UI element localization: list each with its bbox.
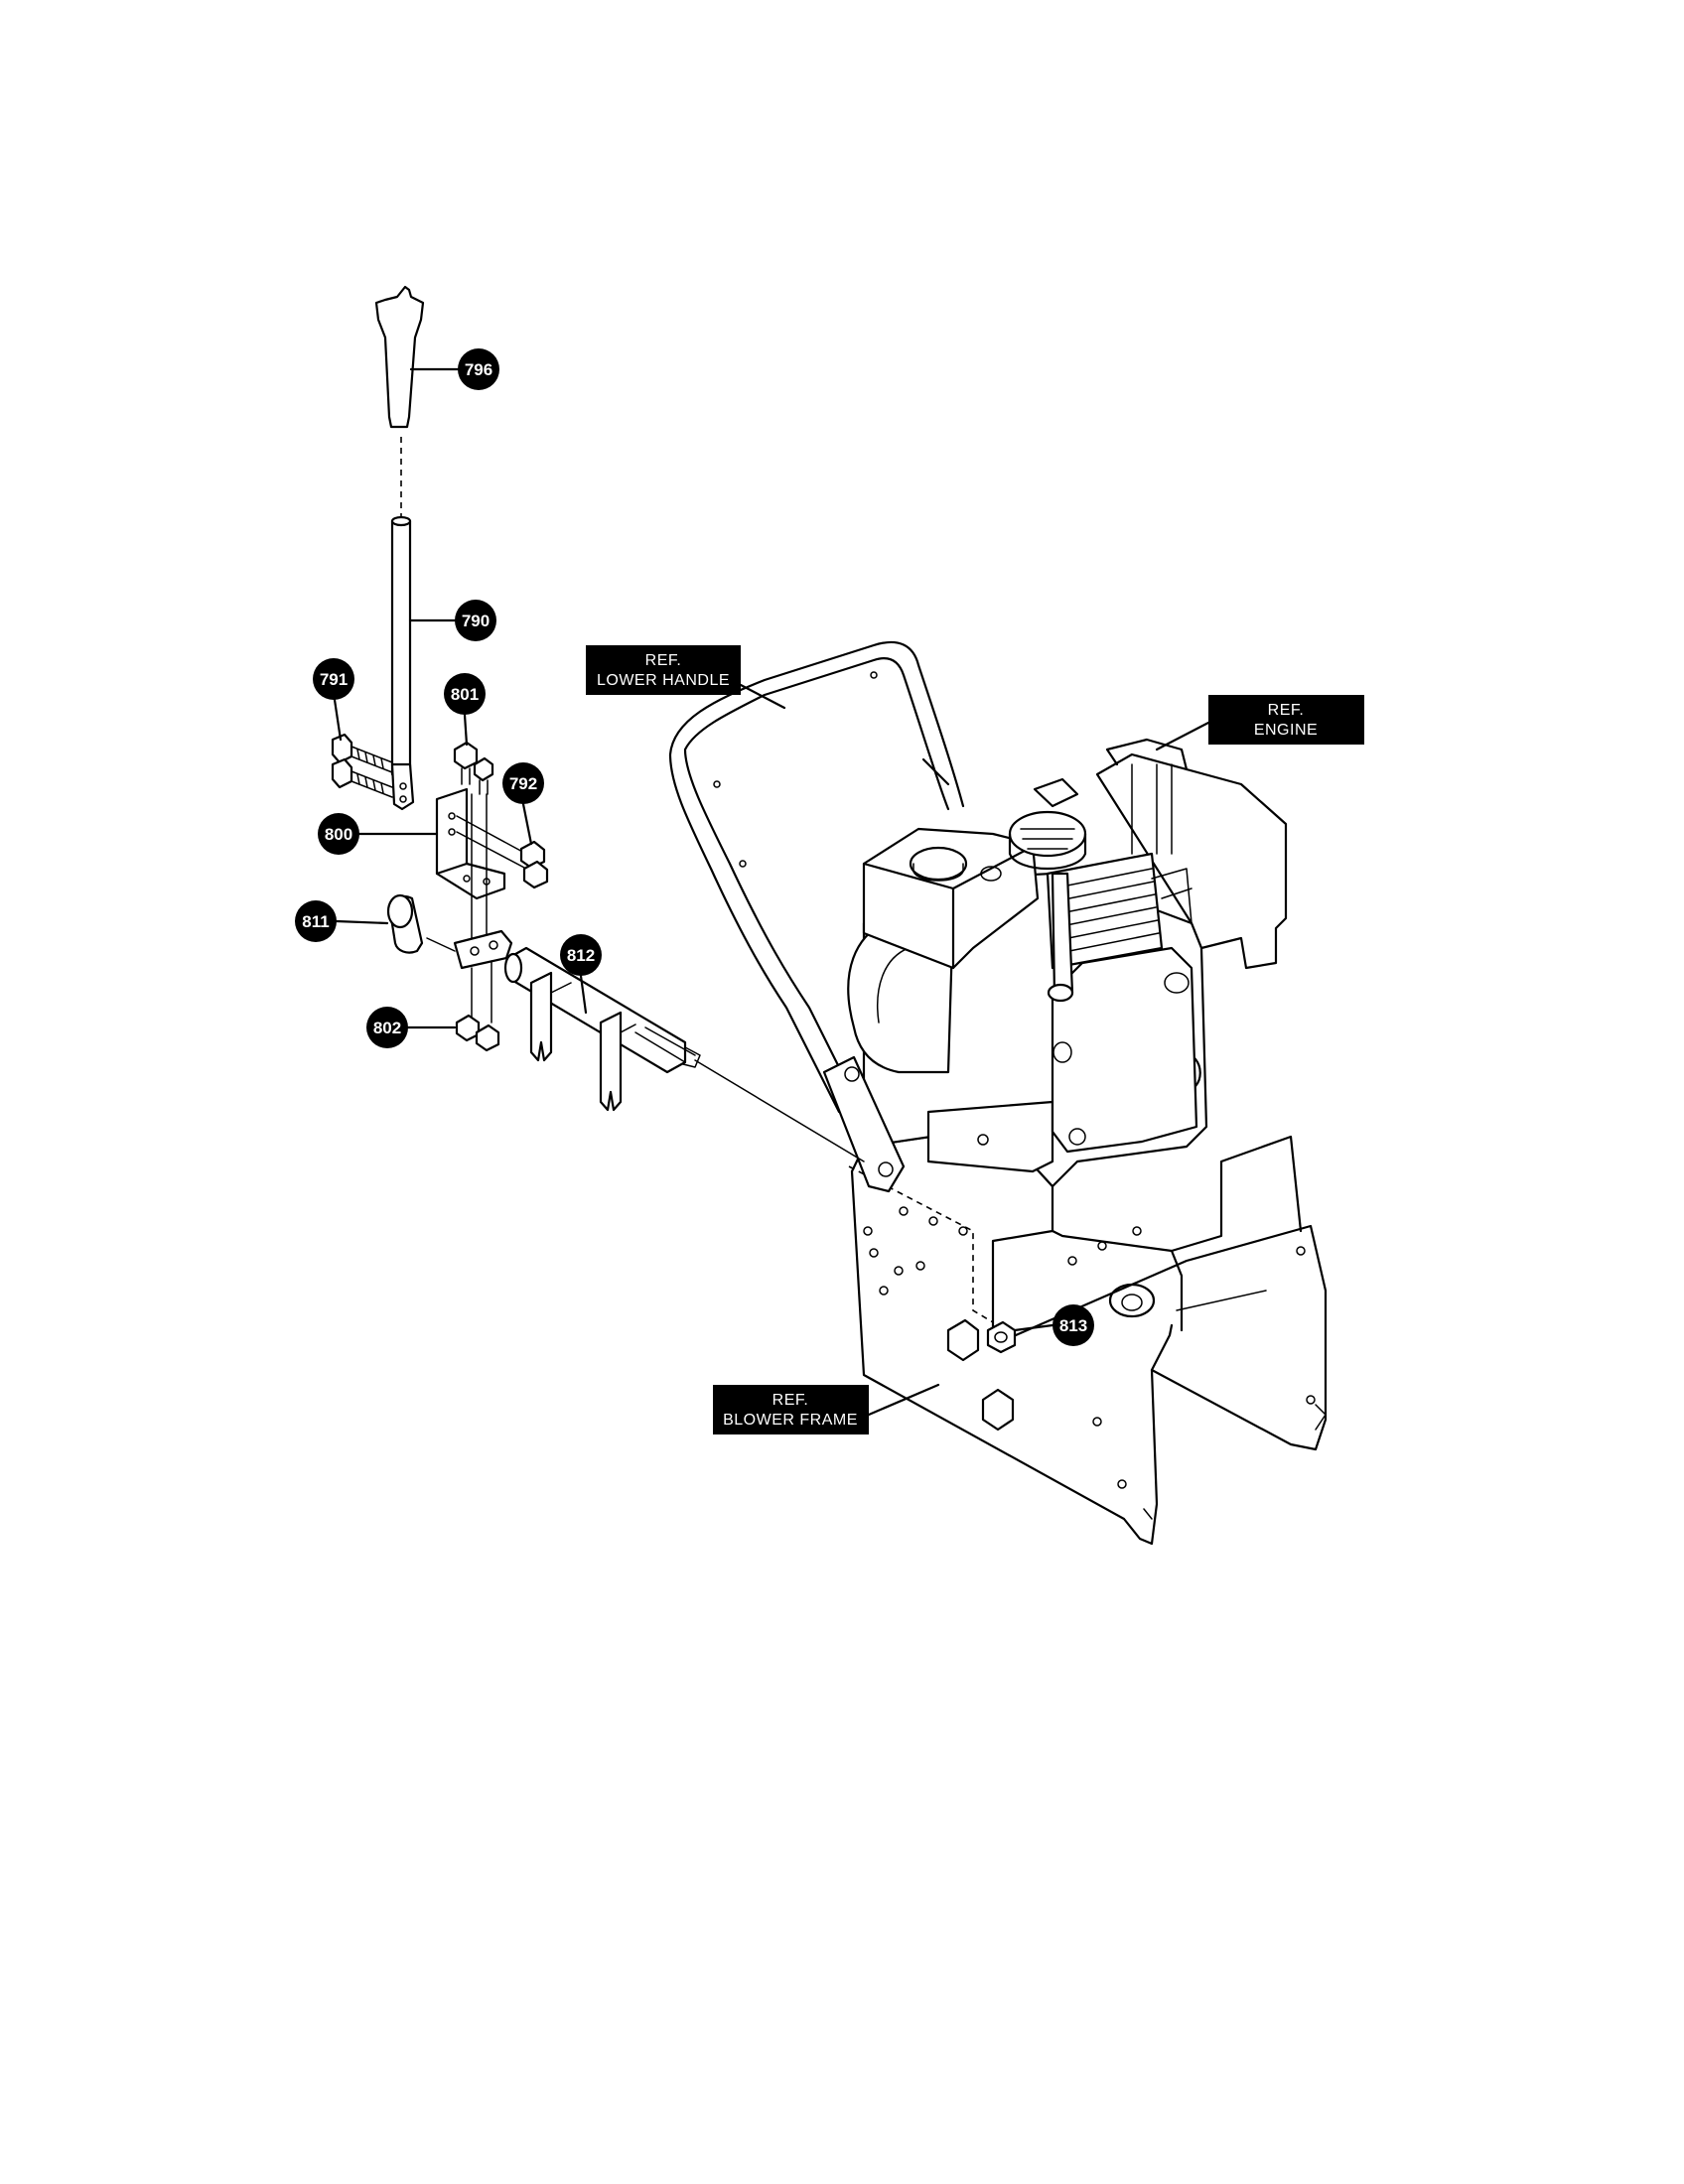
callout-792: 792 (502, 762, 544, 846)
ref-engine-line2: ENGINE (1254, 722, 1318, 739)
callout-812: 812 (560, 934, 602, 1015)
callout-800: 800 (318, 813, 439, 855)
callout-791: 791 (313, 658, 354, 742)
svg-text:790: 790 (462, 612, 490, 630)
callout-802: 802 (366, 1007, 457, 1048)
ref-blower-frame-line1: REF. (772, 1392, 809, 1409)
shift-assembly (331, 285, 865, 1162)
ref-lower-handle-line2: LOWER HANDLE (597, 672, 730, 689)
svg-text:792: 792 (509, 774, 537, 793)
callout-801: 801 (444, 673, 486, 747)
svg-text:813: 813 (1059, 1316, 1087, 1335)
svg-text:812: 812 (567, 946, 595, 965)
callout-790: 790 (408, 600, 496, 641)
svg-text:801: 801 (451, 685, 479, 704)
callout-811: 811 (295, 900, 389, 942)
ref-label-lower-handle: REF. LOWER HANDLE (586, 645, 786, 710)
engine (847, 738, 1288, 1188)
svg-text:800: 800 (325, 825, 352, 844)
ref-label-blower-frame: REF. BLOWER FRAME (713, 1383, 940, 1434)
ref-label-engine: REF. ENGINE (1155, 695, 1364, 751)
svg-text:791: 791 (320, 670, 348, 689)
svg-text:802: 802 (373, 1019, 401, 1037)
svg-text:811: 811 (302, 912, 329, 931)
ref-lower-handle-line1: REF. (645, 652, 682, 669)
ref-engine-line1: REF. (1268, 702, 1305, 719)
callout-813: 813 (1013, 1304, 1094, 1346)
svg-text:796: 796 (465, 360, 492, 379)
ref-blower-frame-line2: BLOWER FRAME (723, 1412, 858, 1429)
lower-handle (668, 640, 965, 1193)
callout-796: 796 (409, 348, 499, 390)
